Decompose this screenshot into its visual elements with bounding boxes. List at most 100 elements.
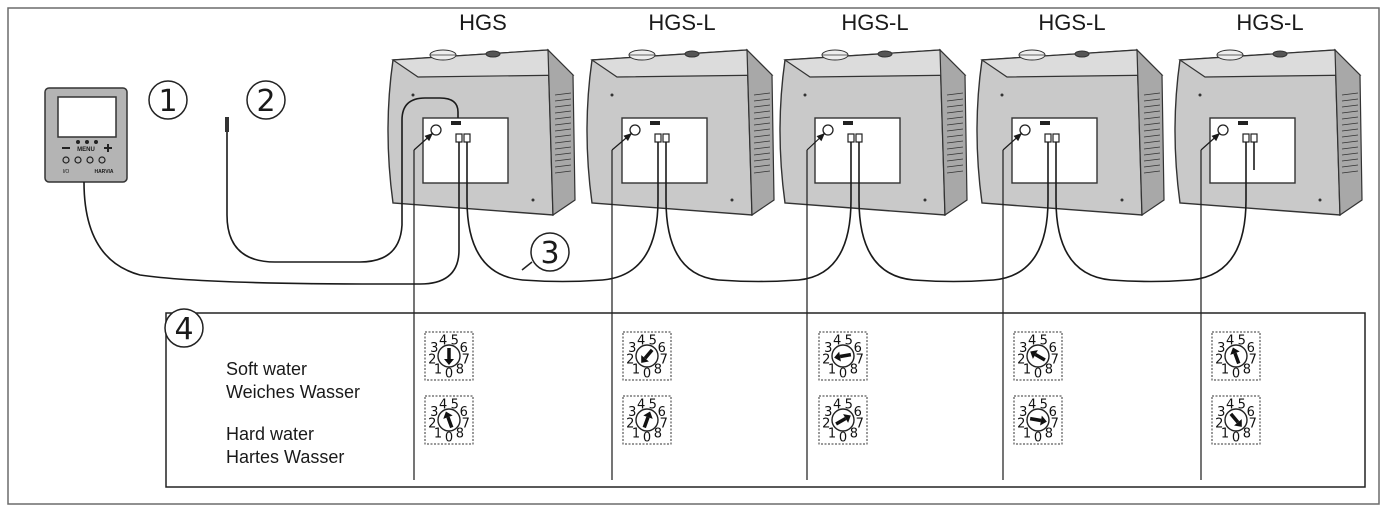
dial-pointer: [1233, 352, 1241, 365]
dial-digit: 6: [460, 341, 468, 356]
dial-digit: 5: [1040, 334, 1048, 349]
dial-digit: 3: [430, 405, 438, 420]
connector-socket: [455, 133, 463, 143]
led-indicator: [430, 124, 442, 136]
dial-digit: 5: [845, 398, 853, 413]
dial-digit: 6: [658, 405, 666, 420]
dial-digit: 3: [430, 341, 438, 356]
connector-socket: [847, 133, 855, 143]
arrow-head: [424, 133, 433, 142]
dial-digit: 3: [628, 405, 636, 420]
dial-digit: 5: [451, 398, 459, 413]
dial-pointer: [642, 416, 650, 429]
dial-digit: 4: [637, 334, 645, 349]
panel-io-text: I/O: [63, 169, 70, 175]
unit-2: HGS-L: [586, 10, 775, 217]
led-indicator: [629, 124, 641, 136]
dial-digit: 3: [824, 405, 832, 420]
callout-2-number: 2: [256, 84, 275, 119]
dial-pointer: [1034, 352, 1046, 362]
dial-digit: 0: [1232, 367, 1240, 382]
dial-digit: 7: [1051, 416, 1059, 431]
connector-socket: [1052, 133, 1060, 143]
dial-digit: 6: [1247, 341, 1255, 356]
bus-cable-2: [665, 142, 852, 283]
dial-digit: 7: [462, 352, 470, 367]
dial-digit: 8: [1243, 427, 1251, 442]
sauna-icon: [62, 156, 70, 164]
dial-digit: 7: [462, 416, 470, 431]
bus-cable-3: [858, 142, 1049, 283]
dial-digit: 2: [1215, 352, 1223, 367]
unit-3: HGS-L: [779, 10, 968, 217]
dial-digit: 1: [632, 427, 640, 442]
dial-digit: 4: [1028, 398, 1036, 413]
dial-digit: 4: [439, 334, 447, 349]
arrow-head: [623, 133, 632, 142]
dial-digit: 6: [854, 341, 862, 356]
fan-icon: [86, 156, 94, 164]
dial-digit: 8: [850, 427, 858, 442]
dial-digit: 1: [828, 363, 836, 378]
unit-4: HGS-L: [976, 10, 1165, 217]
dip-switch-table: [165, 312, 1366, 488]
dial-digit: 8: [654, 363, 662, 378]
dial-digit: 2: [428, 352, 436, 367]
dial-digit: 8: [850, 363, 858, 378]
dial-digit: 7: [1249, 352, 1257, 367]
hard-water-label-en: Hard water: [226, 424, 314, 444]
dial-digit: 4: [1226, 334, 1234, 349]
led-indicator: [822, 124, 834, 136]
dial-pointer: [839, 352, 852, 359]
callout-4-number: 4: [174, 312, 193, 347]
dial-digit: 3: [628, 341, 636, 356]
dial-digit: 1: [632, 363, 640, 378]
dial-digit: 8: [1243, 363, 1251, 378]
dial-digit: 5: [649, 398, 657, 413]
connector-socket: [463, 133, 471, 143]
dial-digit: 0: [643, 431, 651, 446]
callout-1: 1: [148, 80, 188, 120]
dial-digit: 5: [1040, 398, 1048, 413]
control-panel: MENU I/O HARVIA: [44, 87, 128, 183]
dial-digit: 1: [1221, 363, 1229, 378]
sensor-cable: [226, 97, 459, 263]
dial-digit: 0: [839, 431, 847, 446]
dial-digit: 6: [854, 405, 862, 420]
dial-digit: 4: [833, 398, 841, 413]
dial-digit: 7: [1249, 416, 1257, 431]
dial-digit: 7: [660, 352, 668, 367]
dial-digit: 2: [1017, 416, 1025, 431]
unit-label: HGS-L: [1038, 10, 1105, 35]
dial-digit: 1: [434, 363, 442, 378]
callout-4: 4: [164, 308, 204, 348]
dial-digit: 7: [660, 416, 668, 431]
callout-3-number: 3: [540, 236, 559, 271]
dial-digit: 8: [1045, 363, 1053, 378]
dial-digit: 5: [649, 334, 657, 349]
panel-display: [57, 96, 117, 138]
callout-3: 3: [521, 232, 570, 272]
dial-digit: 1: [1221, 427, 1229, 442]
dial-digit: 4: [637, 398, 645, 413]
dial-digit: 0: [839, 367, 847, 382]
dial-digit: 2: [626, 352, 634, 367]
dial-digit: 2: [1215, 416, 1223, 431]
connector-socket: [1250, 133, 1258, 143]
dial-pointer: [1229, 412, 1240, 424]
outer-frame: [7, 7, 1380, 505]
dial-digit: 0: [1232, 431, 1240, 446]
dial-digit: 4: [833, 334, 841, 349]
dial-digit: 5: [1238, 334, 1246, 349]
dial-digit: 2: [1017, 352, 1025, 367]
led-indicator: [1217, 124, 1229, 136]
aux-icon: [98, 156, 106, 164]
arrow-head: [816, 133, 825, 142]
dial-digit: 8: [456, 363, 464, 378]
